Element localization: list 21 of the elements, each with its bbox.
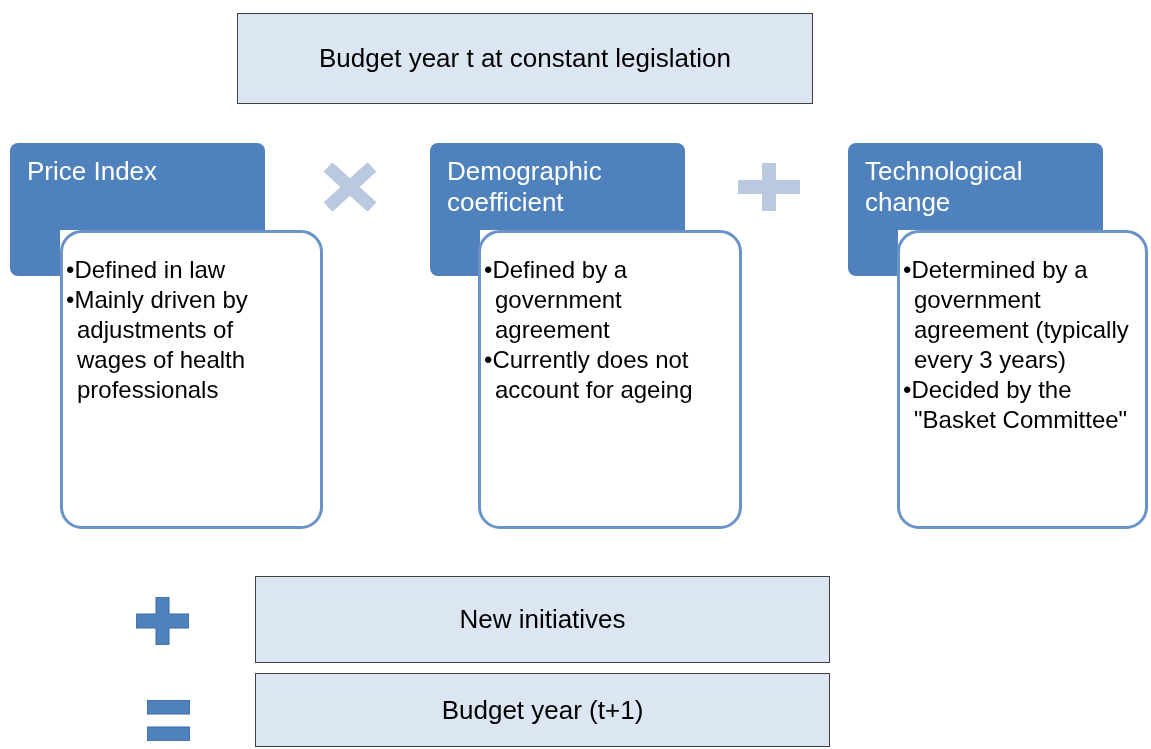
text-box (255, 576, 830, 663)
bullet-card (478, 230, 742, 529)
category-tab (10, 143, 265, 230)
box-label: Budget year (t+1) (441, 693, 644, 727)
bullet-item: •Defined in law (66, 255, 227, 285)
text-box (255, 673, 830, 747)
box-label: Budget year t at constant legislation (319, 42, 731, 75)
category-tab (430, 143, 685, 230)
category-tab (848, 143, 1103, 230)
bullet-item: •Currently does not account for ageing (484, 345, 694, 405)
bullet-item: •Mainly driven by adjustments of wages of health professionals (66, 285, 249, 405)
bullet-item: •Decided by the "Basket Committee" (903, 375, 1129, 435)
bullet-item: •Defined by a government agreement (484, 255, 629, 345)
bullet-card (60, 230, 323, 529)
bullet-card (897, 230, 1148, 529)
tab-heading: Technological change (865, 156, 1024, 218)
box-label: New initiatives (459, 603, 626, 636)
tab-heading: Demographic coefficient (447, 156, 603, 218)
text-box (237, 13, 813, 104)
bullet-item: •Determined by a government agreement (typically every 3 years) (903, 255, 1129, 375)
tab-heading: Price Index (27, 156, 159, 187)
